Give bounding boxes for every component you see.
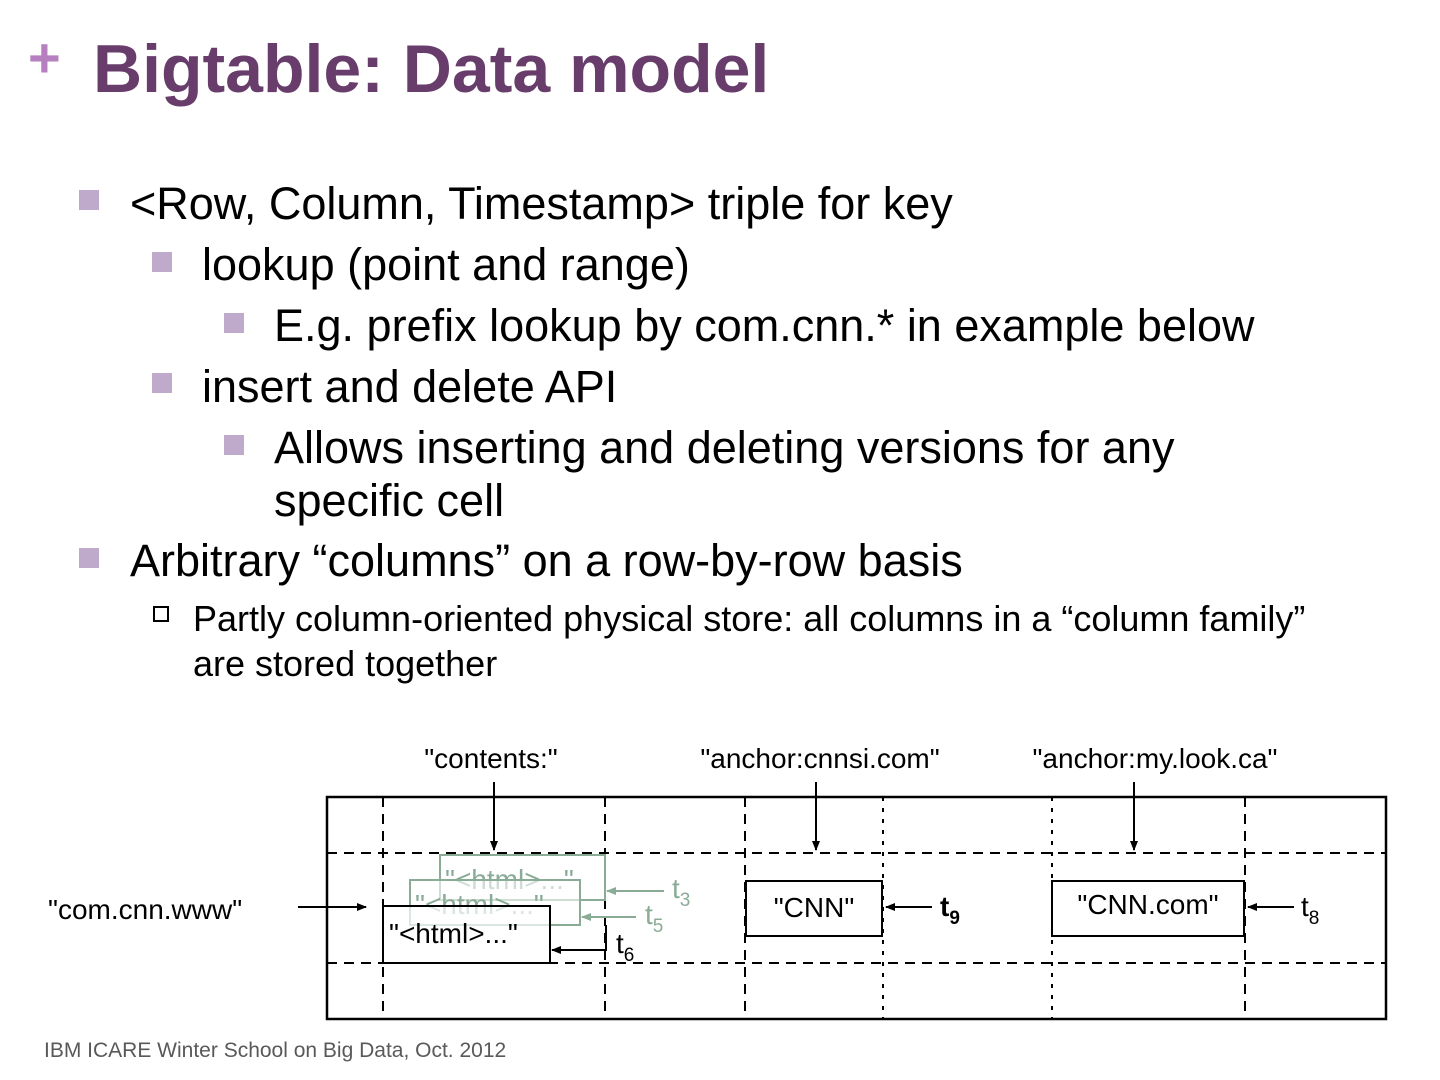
- bullet-item: E.g. prefix lookup by com.cnn.* in examp…: [274, 300, 1255, 351]
- timestamp-t6: t6: [616, 928, 634, 966]
- bullet-marker: [224, 435, 244, 455]
- row-label: "com.cnn.www": [48, 894, 242, 925]
- timestamp-t5: t5: [645, 899, 663, 937]
- column-label-anchor-cnnsi: "anchor:cnnsi.com": [700, 743, 939, 774]
- hollow-bullet-marker: [153, 606, 169, 622]
- timestamp-arrow: [551, 925, 607, 954]
- column-label-anchor-mylook: "anchor:my.look.ca": [1032, 743, 1277, 774]
- bullet-item: <Row, Column, Timestamp> triple for key: [130, 178, 953, 229]
- bullet-marker: [152, 373, 172, 393]
- anchor-cnnsi-cell: [745, 880, 883, 937]
- bullet-item: lookup (point and range): [202, 239, 690, 290]
- bullet-item: Allows inserting and deleting versions f…: [274, 422, 1175, 527]
- bullet-item: Partly column-oriented physical store: a…: [193, 598, 1306, 684]
- column-label-contents: "contents:": [424, 743, 558, 774]
- slide-footer: IBM ICARE Winter School on Big Data, Oct…: [44, 1039, 507, 1062]
- bullet-marker: [79, 190, 99, 210]
- timestamp-t9: t9: [940, 891, 960, 929]
- slide-title: Bigtable: Data model: [93, 31, 770, 107]
- bullet-marker: [224, 313, 244, 333]
- bullet-marker: [152, 252, 172, 272]
- timestamp-t8: t8: [1301, 891, 1319, 929]
- bullet-item: Arbitrary “columns” on a row-by-row basi…: [130, 535, 963, 586]
- bullet-marker: [79, 548, 99, 568]
- version-cell-t6: [382, 905, 551, 964]
- bullet-item: insert and delete API: [202, 361, 618, 412]
- anchor-cnnsi-value: "CNN": [774, 892, 855, 923]
- title-marker: +: [28, 26, 61, 89]
- timestamp-t3: t3: [672, 873, 690, 911]
- version-value-t6: "<html>...": [389, 918, 518, 949]
- anchor-mylook-value: "CNN.com": [1077, 889, 1218, 920]
- anchor-mylook-cell: [1051, 880, 1245, 937]
